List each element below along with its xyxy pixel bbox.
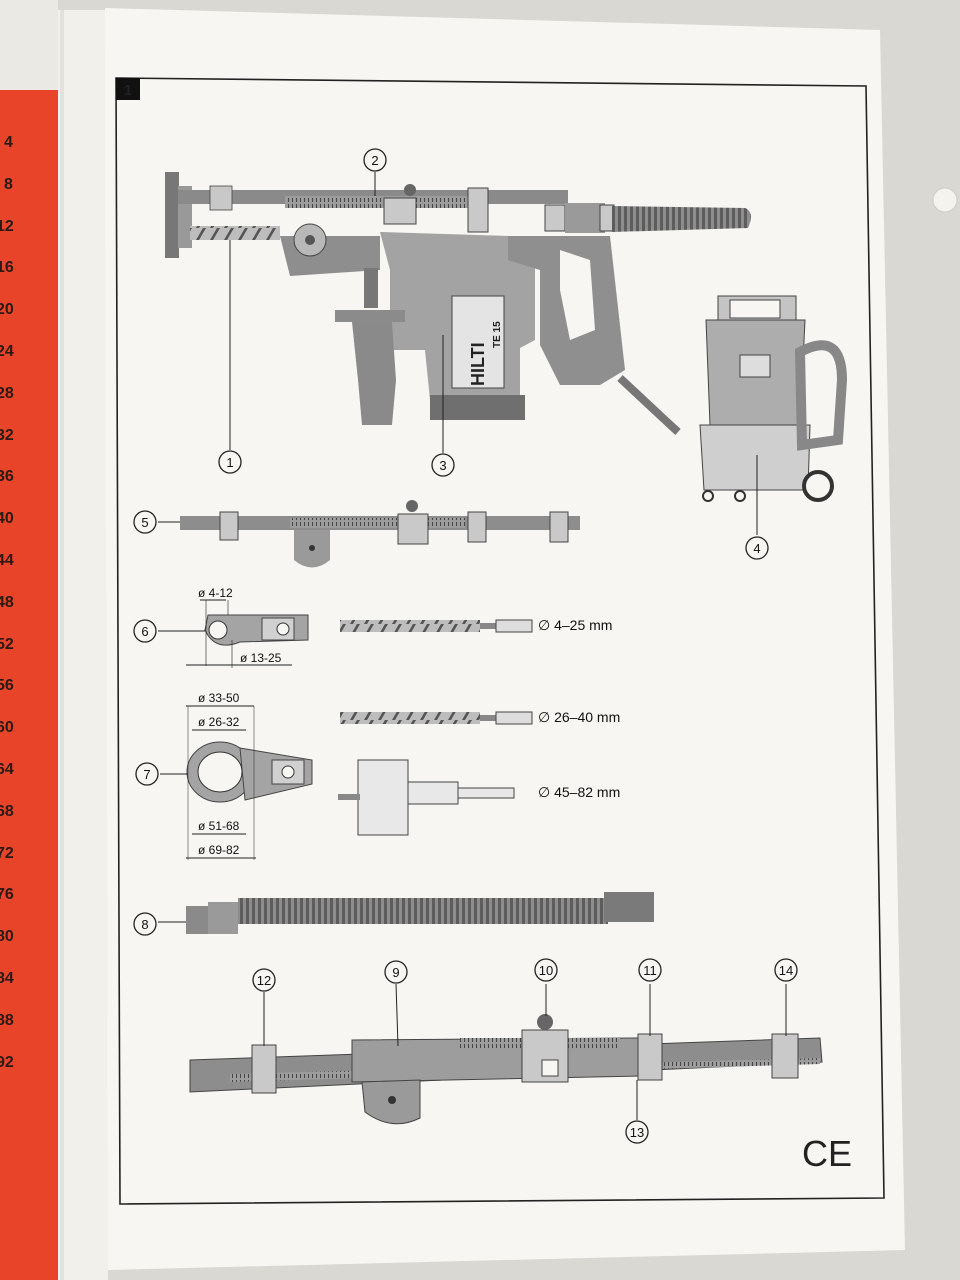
hose-item-8 — [158, 892, 654, 934]
figure-number: 1 — [124, 82, 132, 99]
strip-page-number: 80 — [0, 928, 14, 946]
svg-text:10: 10 — [539, 963, 553, 978]
page-edge — [58, 10, 108, 1280]
strip-page-number: 20 — [0, 301, 14, 319]
dim-7-c: ø 51-68 — [198, 819, 240, 833]
rail-item-9 — [189, 1014, 823, 1125]
strip-page-number: 84 — [0, 970, 14, 987]
manual-paper — [105, 8, 905, 1270]
svg-text:11: 11 — [643, 963, 657, 978]
drill-brand: HILTI — [468, 342, 488, 386]
dim-7-d: ø 69-82 — [198, 843, 240, 857]
drill-model: TE 15 — [492, 321, 503, 348]
callout-5: 5 — [133, 510, 157, 534]
strip-page-number: 36 — [0, 468, 14, 486]
callout-8: 8 — [133, 912, 157, 936]
strip-page-number: 72 — [0, 844, 14, 862]
strip-page-number: 16 — [0, 259, 14, 277]
dim-6-bottom: ø 13-25 — [240, 651, 282, 665]
svg-text:14: 14 — [779, 963, 793, 978]
svg-text:8: 8 — [141, 917, 148, 932]
strip-page-number: 8 — [4, 175, 13, 193]
strip-page-number: 56 — [0, 677, 14, 695]
svg-text:3: 3 — [439, 458, 446, 473]
svg-text:1: 1 — [226, 455, 233, 470]
strip-page-number: 48 — [0, 593, 14, 611]
callout-14: 14 — [774, 958, 798, 982]
strip-page-number: 68 — [0, 802, 14, 820]
callout-6: 6 — [133, 619, 157, 643]
svg-text:6: 6 — [141, 624, 148, 639]
strip-page-number: 4 — [4, 134, 13, 151]
bit-label-3: ∅ 45–82 mm — [538, 784, 620, 800]
dim-7-a: ø 33-50 — [198, 691, 240, 705]
figure-frame — [115, 77, 885, 1205]
svg-text:12: 12 — [257, 973, 271, 988]
strip-page-number: 40 — [0, 510, 14, 528]
figure-number-box — [116, 78, 140, 100]
adapter-item-6 — [158, 599, 309, 668]
strip-page-number: 12 — [0, 217, 14, 235]
strip-page-number: 32 — [0, 426, 14, 444]
adapter-item-7 — [160, 705, 313, 860]
strip-page-number: 88 — [0, 1011, 14, 1029]
callout-11: 11 — [638, 958, 662, 982]
strip-page-number: 76 — [0, 886, 14, 904]
callout-9: 9 — [384, 960, 408, 984]
vacuum-cleaner — [699, 295, 848, 502]
svg-text:9: 9 — [392, 965, 399, 980]
bit-label-1: ∅ 4–25 mm — [538, 617, 612, 633]
ce-mark: CE — [802, 1133, 852, 1174]
strip-page-number: 60 — [0, 719, 14, 737]
drill-bit-set — [338, 619, 533, 836]
callout-3: 3 — [431, 453, 455, 477]
punch-hole — [932, 187, 958, 213]
leader-lines-top — [229, 172, 758, 535]
callout-10: 10 — [534, 958, 558, 982]
callout-13: 13 — [625, 1120, 649, 1144]
strip-page-number: 92 — [0, 1053, 14, 1071]
svg-text:2: 2 — [371, 153, 378, 168]
strip-page-number: 52 — [0, 635, 14, 653]
callout-12: 12 — [252, 968, 276, 992]
drill-assembly: HILTI TE 15 — [165, 172, 751, 435]
strip-page-number: 44 — [0, 552, 14, 569]
rail-item-5 — [158, 500, 580, 568]
callout-1: 1 — [218, 450, 242, 474]
bit-label-2: ∅ 26–40 mm — [538, 709, 620, 725]
callout-2: 2 — [363, 148, 387, 172]
drill-label-plate — [451, 295, 505, 389]
callout-7: 7 — [135, 762, 159, 786]
strip-page-number: 24 — [0, 343, 14, 360]
svg-text:7: 7 — [143, 767, 150, 782]
svg-text:13: 13 — [630, 1125, 644, 1140]
svg-text:5: 5 — [141, 515, 148, 530]
dim-7-b: ø 26-32 — [198, 715, 240, 729]
dim-6-top: ø 4-12 — [198, 586, 233, 600]
drill-bit-1 — [190, 226, 280, 240]
svg-text:4: 4 — [753, 541, 760, 556]
leader-lines-bottom — [263, 983, 787, 1120]
callout-4: 4 — [745, 536, 769, 560]
red-page-strip — [0, 90, 68, 1280]
strip-page-number: 64 — [0, 761, 14, 778]
strip-page-number: 28 — [0, 384, 14, 402]
